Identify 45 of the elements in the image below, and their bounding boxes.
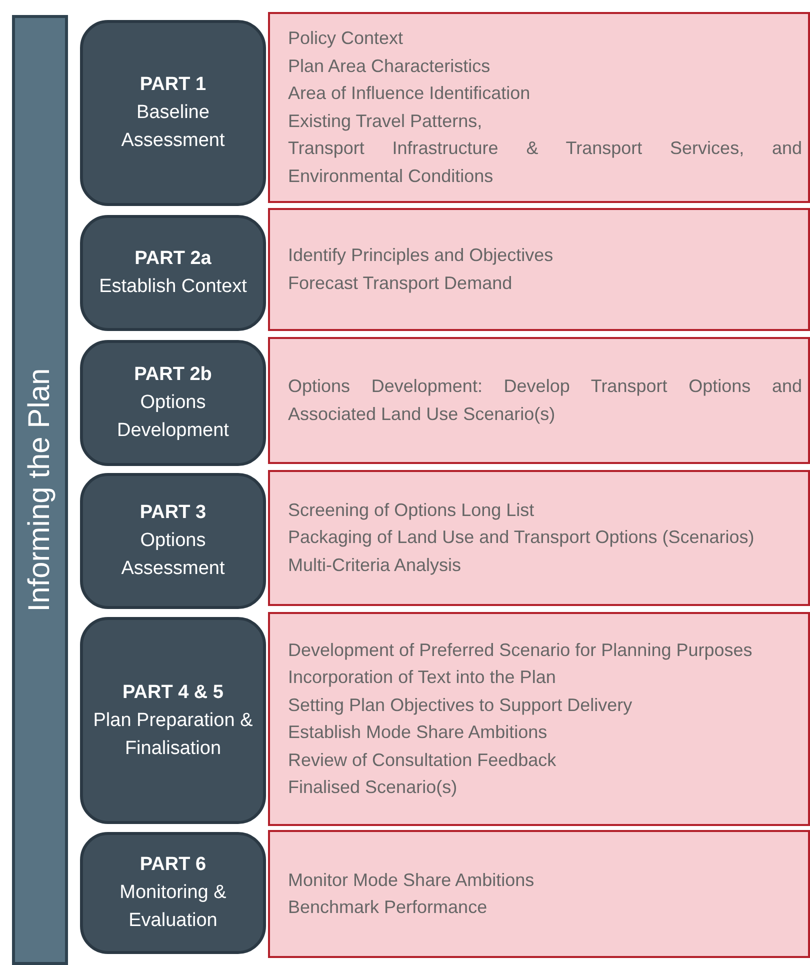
side-bar bbox=[12, 15, 68, 965]
stage-name: Monitoring & Evaluation bbox=[118, 881, 228, 933]
stage-number: PART 2b bbox=[134, 363, 212, 387]
stage-name: Options Development bbox=[116, 391, 230, 443]
task-list-panel bbox=[268, 208, 810, 331]
task-item: Setting Plan Objectives to Support Delivery bbox=[288, 694, 634, 717]
vertical-title: Informing the Plan bbox=[23, 368, 57, 612]
task-item: Packaging of Land Use and Transport Options (Scenarios) bbox=[288, 526, 756, 550]
task-list-panel bbox=[268, 612, 810, 826]
task-item: Benchmark Performance bbox=[288, 896, 488, 919]
task-item: Establish Mode Share Ambitions bbox=[288, 721, 548, 744]
task-item: Plan Area Characteristics bbox=[288, 54, 492, 78]
task-list-panel bbox=[268, 830, 810, 958]
task-list-panel bbox=[268, 337, 810, 464]
stage-box bbox=[80, 832, 266, 954]
task-item: Multi-Criteria Analysis bbox=[288, 554, 462, 577]
stage-name: Plan Preparation & Finalisation bbox=[92, 708, 254, 760]
stage-box bbox=[80, 340, 266, 466]
stage-box bbox=[80, 20, 266, 206]
task-item: Monitor Mode Share Ambitions bbox=[288, 868, 536, 892]
task-item: Policy Context bbox=[288, 27, 404, 50]
task-item: Incorporation of Text into the Plan bbox=[288, 666, 557, 689]
task-list-panel bbox=[268, 470, 810, 606]
task-item: Development of Preferred Scenario for Planning Purposes bbox=[288, 638, 754, 662]
stage-name: Establish Context bbox=[99, 275, 247, 299]
task-item: Identify Principles and Objectives bbox=[288, 244, 554, 267]
stage-box bbox=[80, 215, 266, 331]
stage-number: PART 2a bbox=[134, 247, 212, 271]
task-item: Finalised Scenario(s) bbox=[288, 776, 458, 799]
stage-box bbox=[80, 617, 266, 824]
stage-number: PART 3 bbox=[140, 501, 206, 525]
stage-name: Baseline Assessment bbox=[120, 101, 226, 153]
task-list-panel bbox=[268, 12, 810, 203]
stage-box bbox=[80, 473, 266, 609]
task-item: Existing Travel Patterns, bbox=[288, 110, 484, 133]
stage-number: PART 1 bbox=[140, 73, 206, 97]
task-item: Transport Infrastructure & Transport Services, and Environmental Conditions bbox=[288, 137, 802, 188]
stage-number: PART 4 & 5 bbox=[122, 680, 224, 704]
task-item: Area of Influence Identification bbox=[288, 82, 532, 105]
task-item: Review of Consultation Feedback bbox=[288, 748, 558, 772]
stage-name: Options Assessment bbox=[120, 529, 226, 581]
stage-number: PART 6 bbox=[140, 853, 206, 877]
task-item: Options Development: Develop Transport Options and Associated Land Use Scenario(s) bbox=[288, 375, 802, 426]
task-item: Forecast Transport Demand bbox=[288, 272, 514, 295]
task-item: Screening of Options Long List bbox=[288, 498, 536, 522]
